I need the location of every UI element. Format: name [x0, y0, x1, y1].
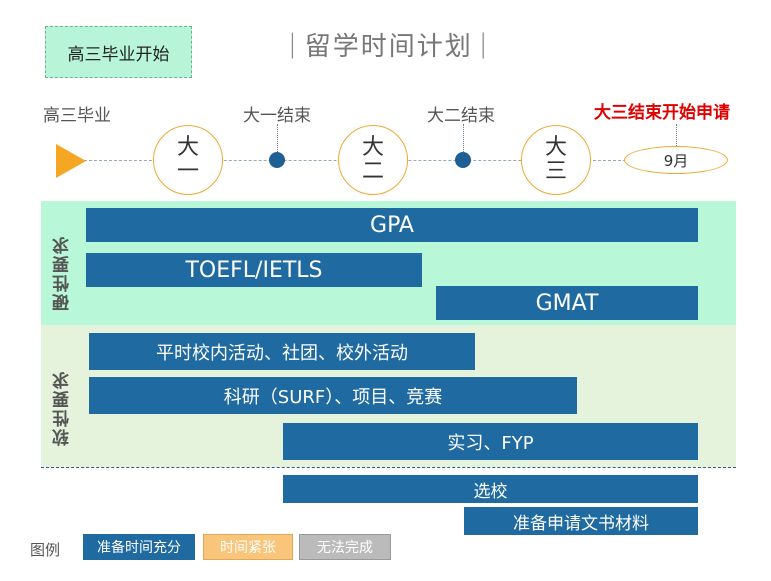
year-circle-2-line2: 二 — [361, 159, 384, 184]
milestone-year1-label: 大一结束 — [243, 106, 311, 126]
title-text: 留学时间计划 — [304, 31, 473, 62]
bar-toefl: TOEFL/IETLS — [86, 253, 422, 287]
bar-activities: 平时校内活动、社团、校外活动 — [89, 333, 475, 370]
legend-item-tight: 时间紧张 — [203, 534, 293, 560]
timeline-tick-year1 — [277, 124, 278, 152]
bar-application-documents: 准备申请文书材料 — [464, 507, 698, 535]
milestone-year2-label: 大二结束 — [427, 106, 495, 126]
year-circle-3-line1: 大 — [544, 135, 567, 160]
year-circle-3: 大 三 — [521, 125, 591, 195]
bar-research: 科研（SURF）、项目、竞赛 — [89, 377, 577, 414]
apply-month-oval: 9月 — [624, 146, 728, 174]
bar-gpa: GPA — [86, 208, 698, 242]
bar-gmat: GMAT — [436, 286, 698, 320]
title-bar-right: | — [478, 29, 490, 59]
bar-school-selection: 选校 — [283, 475, 698, 503]
bar-internship: 实习、FYP — [283, 423, 698, 460]
milestone-apply-label: 大三结束开始申请 — [594, 103, 730, 123]
timeline-dot-year1 — [269, 152, 285, 168]
timeline-tick-year2 — [463, 124, 464, 152]
timeline-tick-apply — [676, 124, 677, 148]
legend-title: 图例 — [30, 541, 61, 559]
hard-requirements-label: 硬性要求 — [53, 235, 73, 311]
start-box: 高三毕业开始 — [45, 26, 192, 78]
section-separator — [41, 467, 736, 468]
start-arrow-icon — [56, 144, 86, 178]
title-bar-left: | — [288, 29, 299, 59]
legend-item-sufficient: 准备时间充分 — [83, 534, 195, 560]
year-circle-3-line2: 三 — [544, 159, 567, 184]
year-circle-2-line1: 大 — [361, 135, 384, 160]
milestone-start-label: 高三毕业 — [43, 106, 111, 126]
year-circle-1-line2: 一 — [176, 159, 199, 184]
year-circle-2: 大 二 — [338, 125, 408, 195]
legend-item-impossible: 无法完成 — [299, 534, 391, 560]
timeline-dot-year2 — [455, 152, 471, 168]
page-title: | 留学时间计划 | — [282, 26, 496, 62]
soft-requirements-label: 软性要求 — [53, 370, 73, 446]
year-circle-1: 大 一 — [153, 125, 223, 195]
year-circle-1-line1: 大 — [176, 135, 199, 160]
